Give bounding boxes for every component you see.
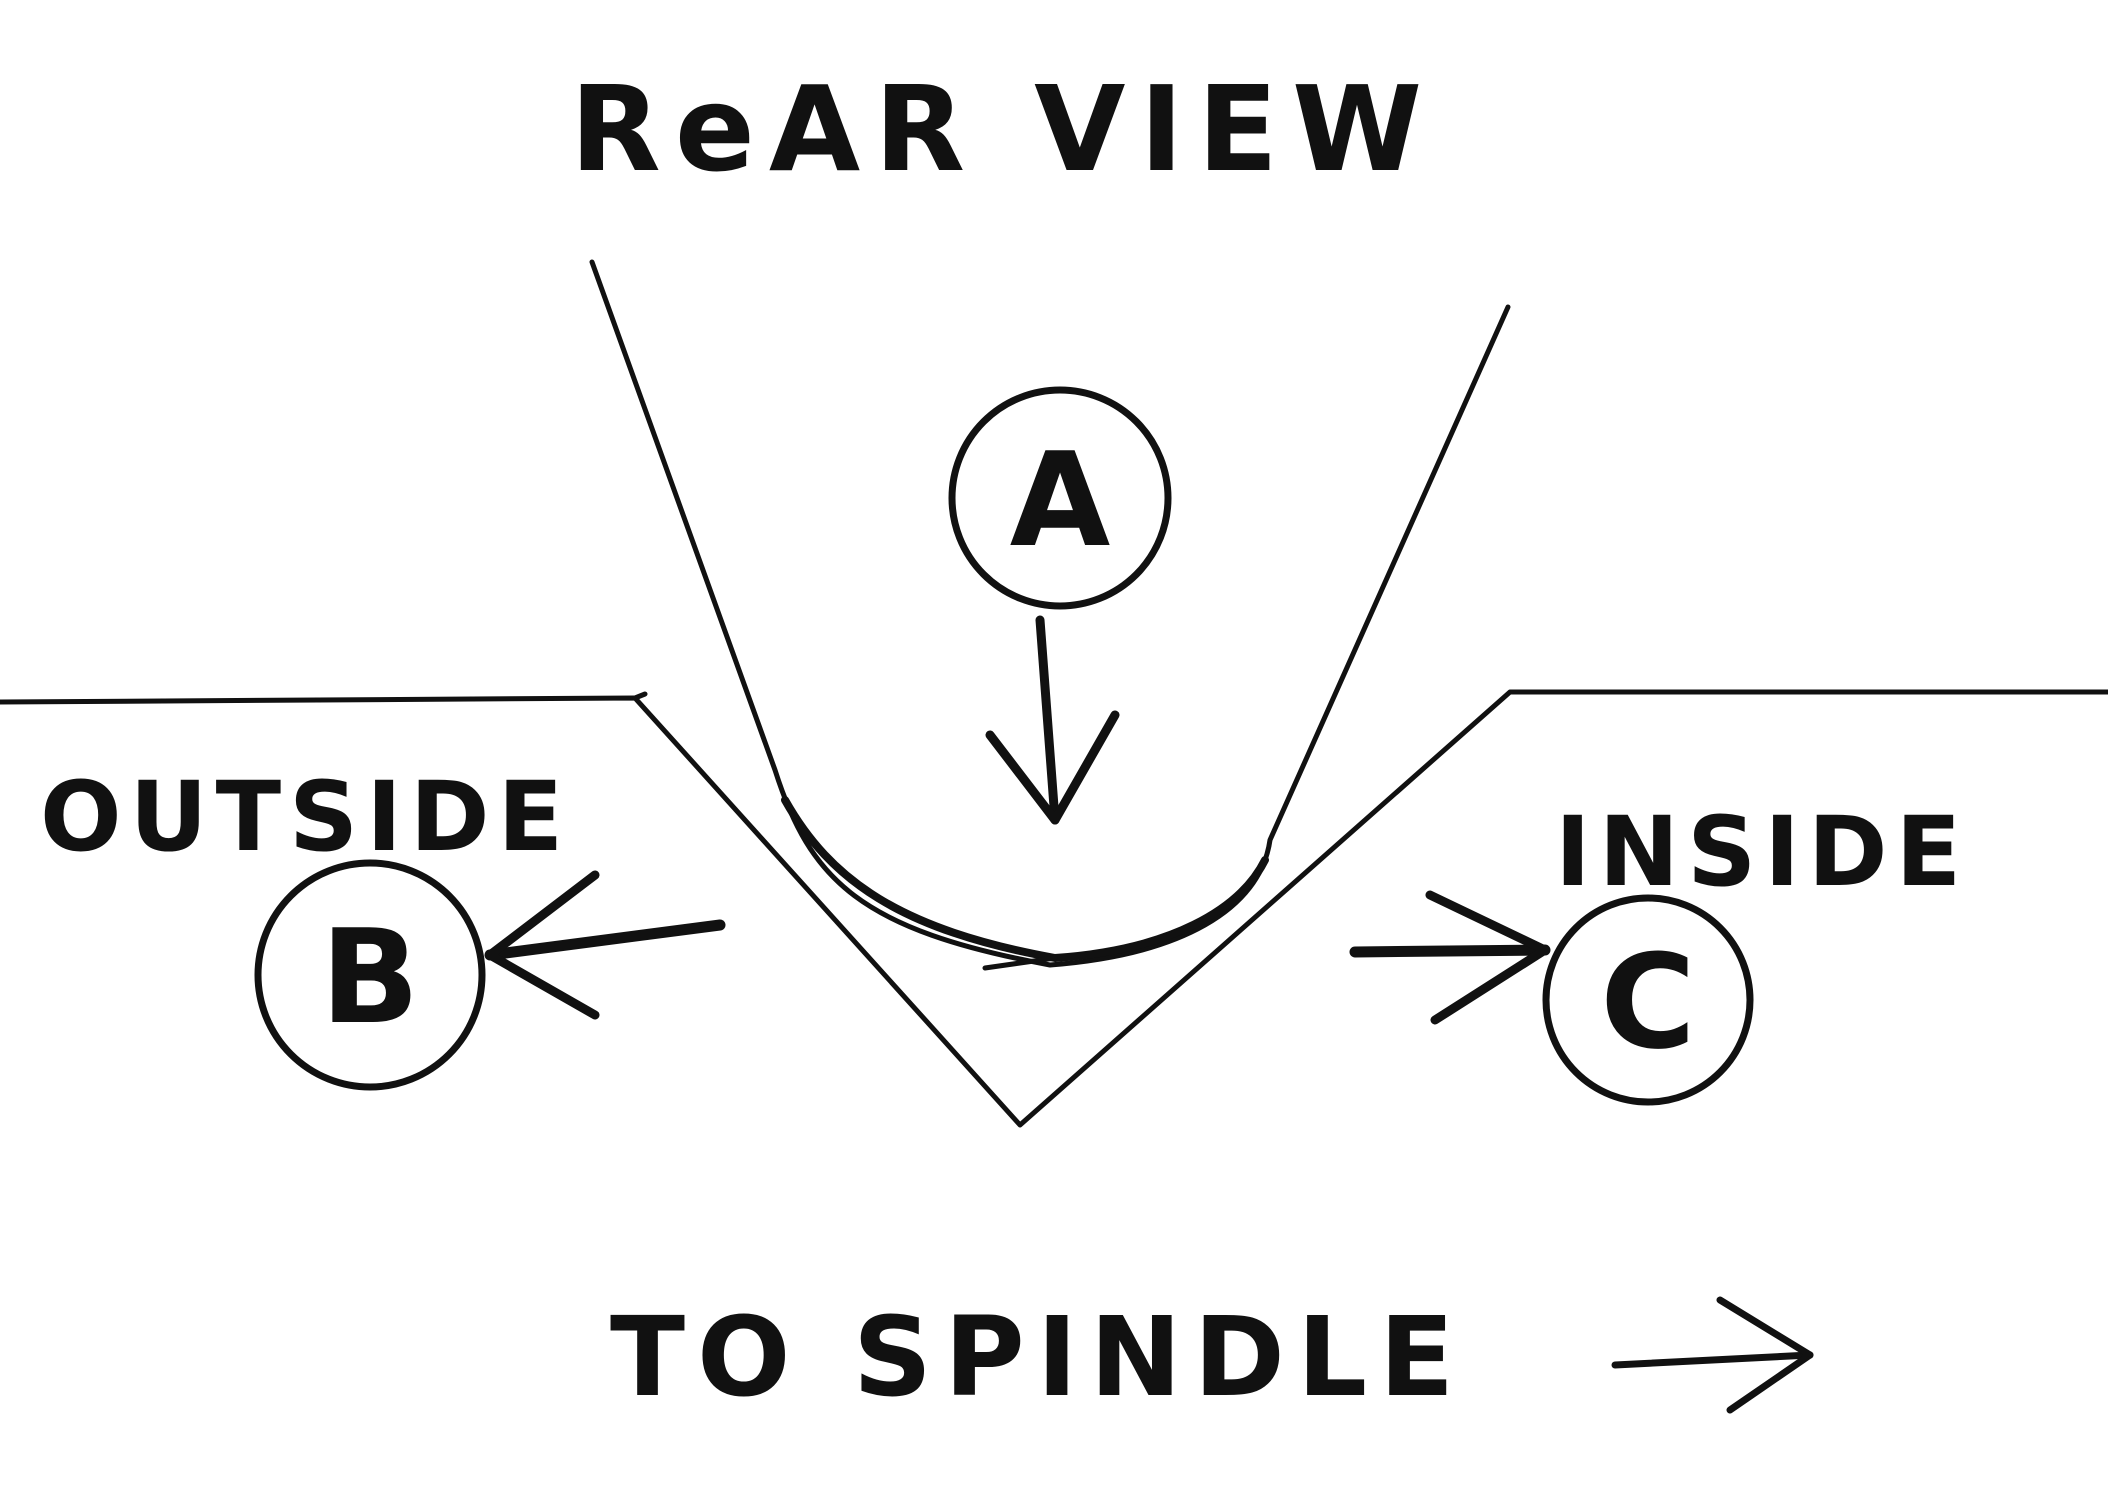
label-inside: INSIDE bbox=[1555, 796, 1969, 908]
arrow-c-head bbox=[1425, 890, 1550, 1025]
arrow-a-head bbox=[985, 710, 1120, 825]
callout-b-label: B bbox=[320, 901, 419, 1053]
arrow-b-shaft bbox=[484, 919, 726, 961]
label-to-spindle: TO SPINDLE bbox=[610, 1293, 1466, 1421]
spindle-arrow-shaft bbox=[1611, 1351, 1814, 1369]
callout-b-circle bbox=[254, 859, 486, 1091]
u-profile-outline bbox=[589, 259, 1511, 968]
callout-a-circle bbox=[948, 386, 1172, 610]
u-profile-bottom-heavy bbox=[781, 796, 1269, 962]
label-outside: OUTSIDE bbox=[40, 761, 571, 873]
callout-c-circle bbox=[1542, 894, 1754, 1106]
groove-left-edge-notch bbox=[632, 691, 648, 701]
callout-c-label: C bbox=[1600, 926, 1695, 1078]
callout-a-label: A bbox=[1010, 424, 1111, 576]
arrow-c-shaft bbox=[1349, 944, 1551, 958]
groove-profile bbox=[0, 689, 2108, 1128]
spindle-arrow-head bbox=[1716, 1296, 1814, 1414]
arrow-a-shaft bbox=[1035, 615, 1060, 825]
diagram-title: ReAR VIEW bbox=[570, 60, 1436, 198]
arrow-b-head bbox=[485, 870, 600, 1020]
u-profile-tick bbox=[982, 955, 1058, 971]
